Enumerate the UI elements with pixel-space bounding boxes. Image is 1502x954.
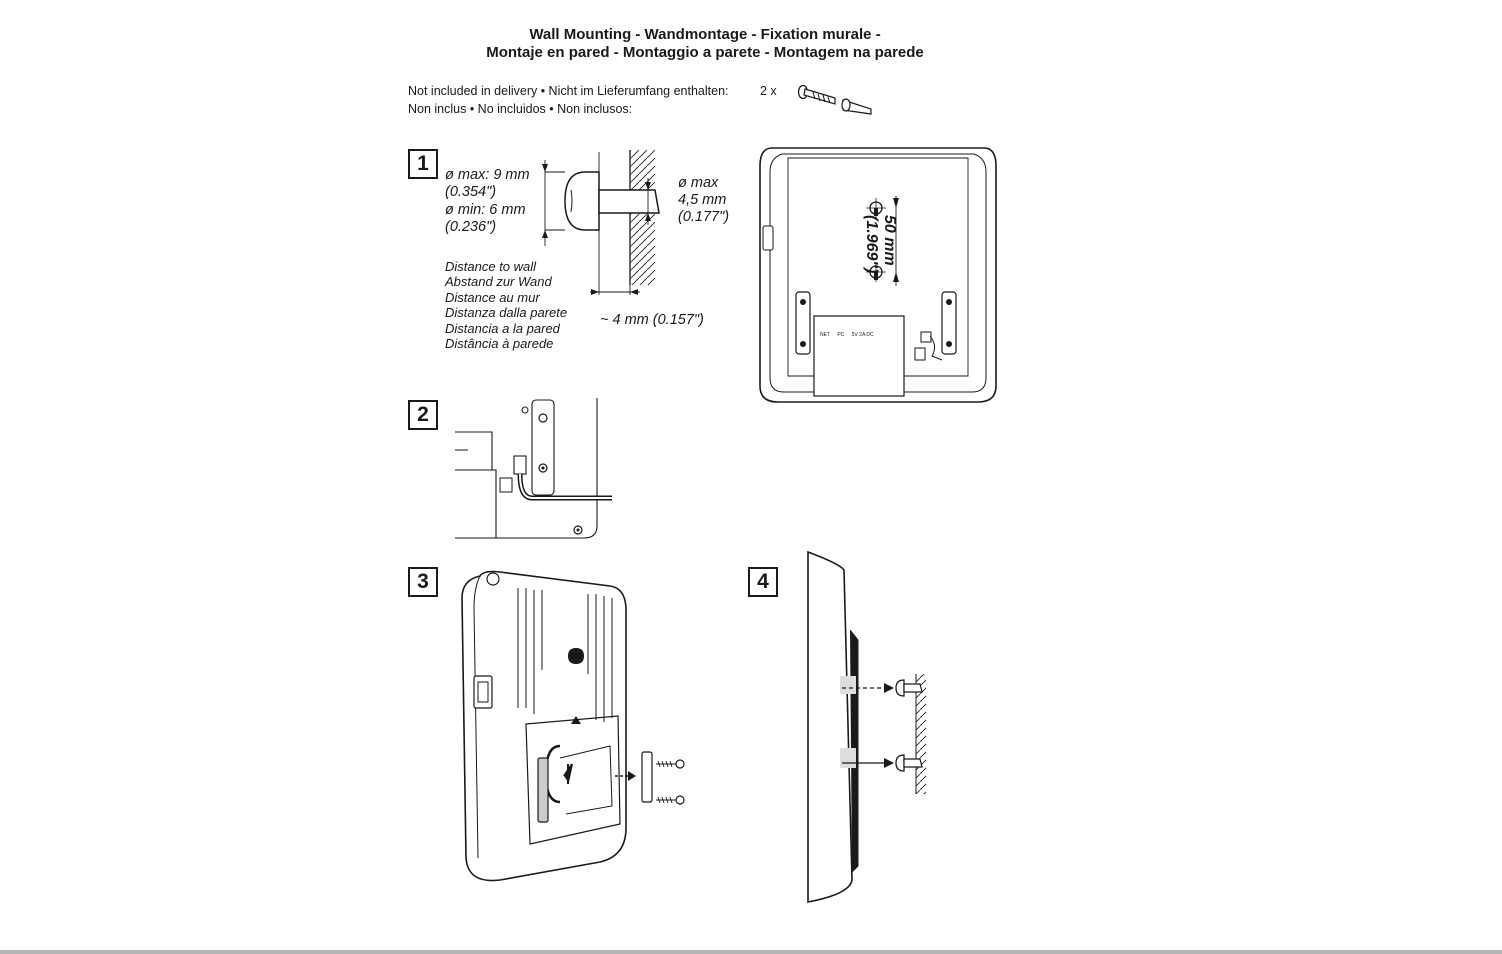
step-number-4: 4: [748, 567, 778, 597]
step-number-3: 3: [408, 567, 438, 597]
step-number-1: 1: [408, 149, 438, 179]
viewer-bottom-bar: [0, 950, 1502, 954]
distance-label-fr: Distance au mur: [445, 290, 540, 305]
shaft-diameter-mm: 4,5 mm: [678, 192, 727, 208]
port-power-label: 5V 2A DC: [851, 332, 874, 338]
head-diameter-max-inch: (0.354"): [445, 184, 497, 200]
screw-dowel-icon: [797, 84, 872, 115]
distance-value: ~ 4 mm (0.157"): [600, 312, 704, 328]
wall-hanging-drawing: [807, 550, 926, 903]
distance-label-pt: Distância à parede: [445, 336, 554, 351]
bracket-removal-drawing: [461, 570, 685, 882]
not-included-line1: Not included in delivery • Nicht im Lief…: [408, 84, 729, 98]
cable-routing-drawing: [455, 398, 612, 539]
head-diameter-min: ø min: 6 mm: [445, 202, 526, 218]
screw-dimension-drawing: [542, 150, 660, 295]
shaft-diameter-inch: (0.177"): [678, 209, 730, 225]
not-included-line2: Non inclus • No incluidos • Non inclusos…: [408, 102, 633, 116]
step-number-2: 2: [408, 400, 438, 430]
port-pc-label: PC: [837, 332, 845, 338]
manual-page: Wall Mounting - Wandmontage - Fixation m…: [390, 10, 1010, 910]
page-title: Wall Mounting - Wandmontage - Fixation m…: [529, 26, 881, 43]
hole-spacing-inch: (1.969"): [863, 215, 880, 274]
head-diameter-min-inch: (0.236"): [445, 219, 497, 235]
page-subtitle: Montaje en pared - Montaggio a parete - …: [486, 44, 924, 61]
distance-label-es: Distancia a la pared: [445, 321, 560, 336]
distance-label-it: Distanza dalla parete: [445, 305, 568, 320]
screw-quantity: 2 x: [760, 84, 777, 98]
head-diameter-max: ø max: 9 mm: [445, 167, 530, 183]
shaft-diameter-label: ø max: [678, 175, 719, 191]
hole-spacing-mm: 50 mm: [881, 215, 898, 266]
distance-label-de: Abstand zur Wand: [445, 274, 552, 289]
phone-back-view: [759, 147, 997, 403]
distance-label-en: Distance to wall: [445, 259, 537, 274]
port-net-label: NET: [820, 332, 830, 338]
